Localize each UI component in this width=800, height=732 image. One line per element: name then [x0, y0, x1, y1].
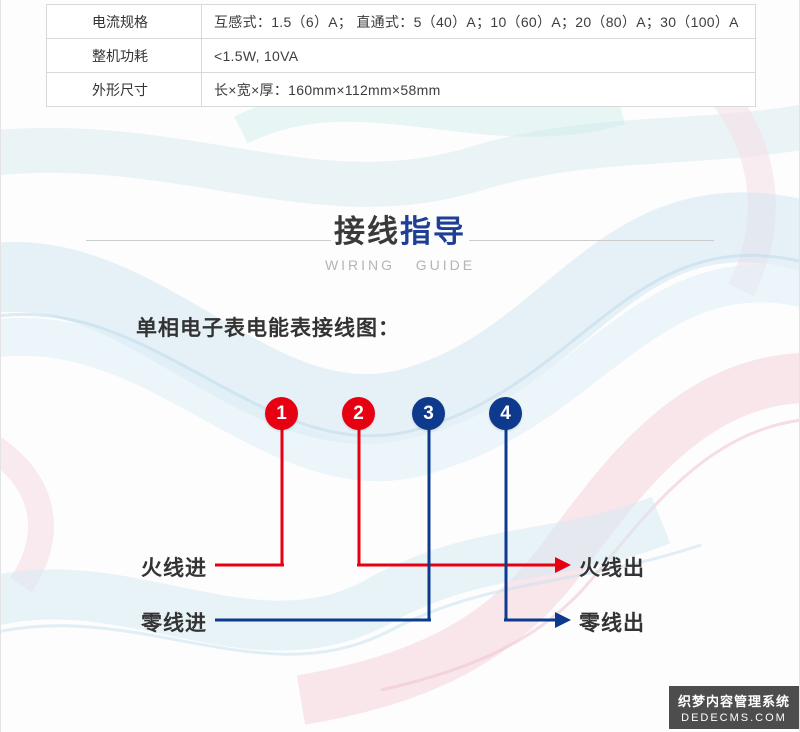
diagram-caption: 单相电子表电能表接线图： [136, 317, 400, 340]
terminal-1: 1 [265, 397, 298, 430]
spec-value: 互感式：1.5（6）A； 直通式：5（40）A；10（60）A；20（80）A；… [201, 4, 756, 39]
title-text-black: 接线 [334, 214, 400, 249]
spec-value: 长×宽×厚：160mm×112mm×58mm [201, 72, 756, 107]
spec-label: 外形尺寸 [46, 72, 202, 107]
watermark: 织梦内容管理系统 DEDECMS.COM [668, 686, 799, 729]
spec-value: <1.5W, 10VA [201, 38, 756, 73]
watermark-line2: DEDECMS.COM [681, 712, 787, 724]
title-divider-left [86, 240, 331, 241]
section-subtitle: WIRING GUIDE [324, 257, 476, 273]
section-title: 接线指导 [334, 206, 466, 251]
label-live-in: 火线进 [141, 557, 207, 580]
live-out-arrow-icon [555, 557, 571, 573]
title-text-blue: 指导 [400, 214, 466, 249]
title-divider-right [469, 240, 714, 241]
section-title-block: 接线指导 [1, 206, 799, 251]
watermark-line1: 织梦内容管理系统 [677, 694, 790, 709]
spec-label: 整机功耗 [46, 38, 202, 73]
label-neutral-out: 零线出 [579, 612, 645, 635]
terminal-number: 1 [276, 402, 287, 424]
neutral-out-arrow-icon [555, 612, 571, 628]
spec-table: 电流规格 互感式：1.5（6）A； 直通式：5（40）A；10（60）A；20（… [46, 4, 756, 107]
spec-label: 电流规格 [46, 4, 202, 39]
label-neutral-in: 零线进 [141, 612, 207, 635]
terminal-3: 3 [412, 397, 445, 430]
terminal-number: 4 [500, 402, 511, 424]
table-row: 整机功耗 <1.5W, 10VA [46, 38, 756, 73]
terminal-4: 4 [489, 397, 522, 430]
terminal-number: 2 [353, 402, 364, 424]
label-live-out: 火线出 [579, 557, 645, 580]
terminal-number: 3 [423, 402, 434, 424]
terminal-2: 2 [342, 397, 375, 430]
table-row: 外形尺寸 长×宽×厚：160mm×112mm×58mm [46, 72, 756, 107]
table-row: 电流规格 互感式：1.5（6）A； 直通式：5（40）A；10（60）A；20（… [46, 4, 756, 39]
